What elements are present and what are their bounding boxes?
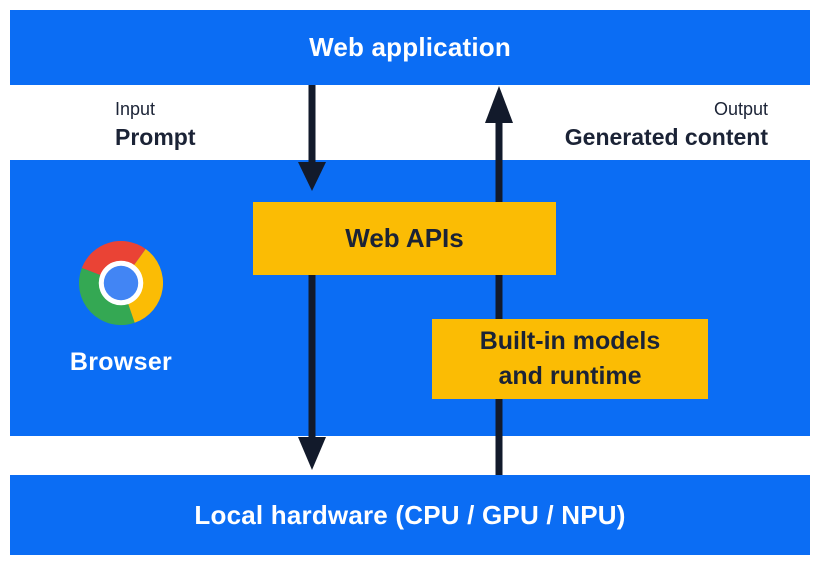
web-apis-box: Web APIs (253, 202, 556, 275)
builtin-models-box: Built-in models and runtime (432, 319, 708, 399)
web-apis-label: Web APIs (345, 223, 464, 253)
web-application-bar: Web application (10, 10, 810, 85)
web-application-label: Web application (309, 32, 511, 62)
input-value: Prompt (115, 123, 196, 150)
local-hardware-label: Local hardware (CPU / GPU / NPU) (194, 499, 626, 530)
input-label-group: Input Prompt (115, 99, 196, 151)
input-title: Input (115, 99, 156, 119)
chrome-logo-blue-center (103, 265, 139, 301)
builtin-models-label-line1: Built-in models (479, 327, 661, 355)
browser-label: Browser (69, 348, 173, 376)
output-value: Generated content (564, 123, 768, 150)
builtin-models-label-line2: and runtime (498, 362, 642, 390)
local-hardware-bar: Local hardware (CPU / GPU / NPU) (10, 475, 810, 555)
output-label-group: Output Generated content (565, 99, 768, 151)
chrome-logo-icon (79, 241, 163, 325)
output-title: Output (713, 99, 768, 119)
